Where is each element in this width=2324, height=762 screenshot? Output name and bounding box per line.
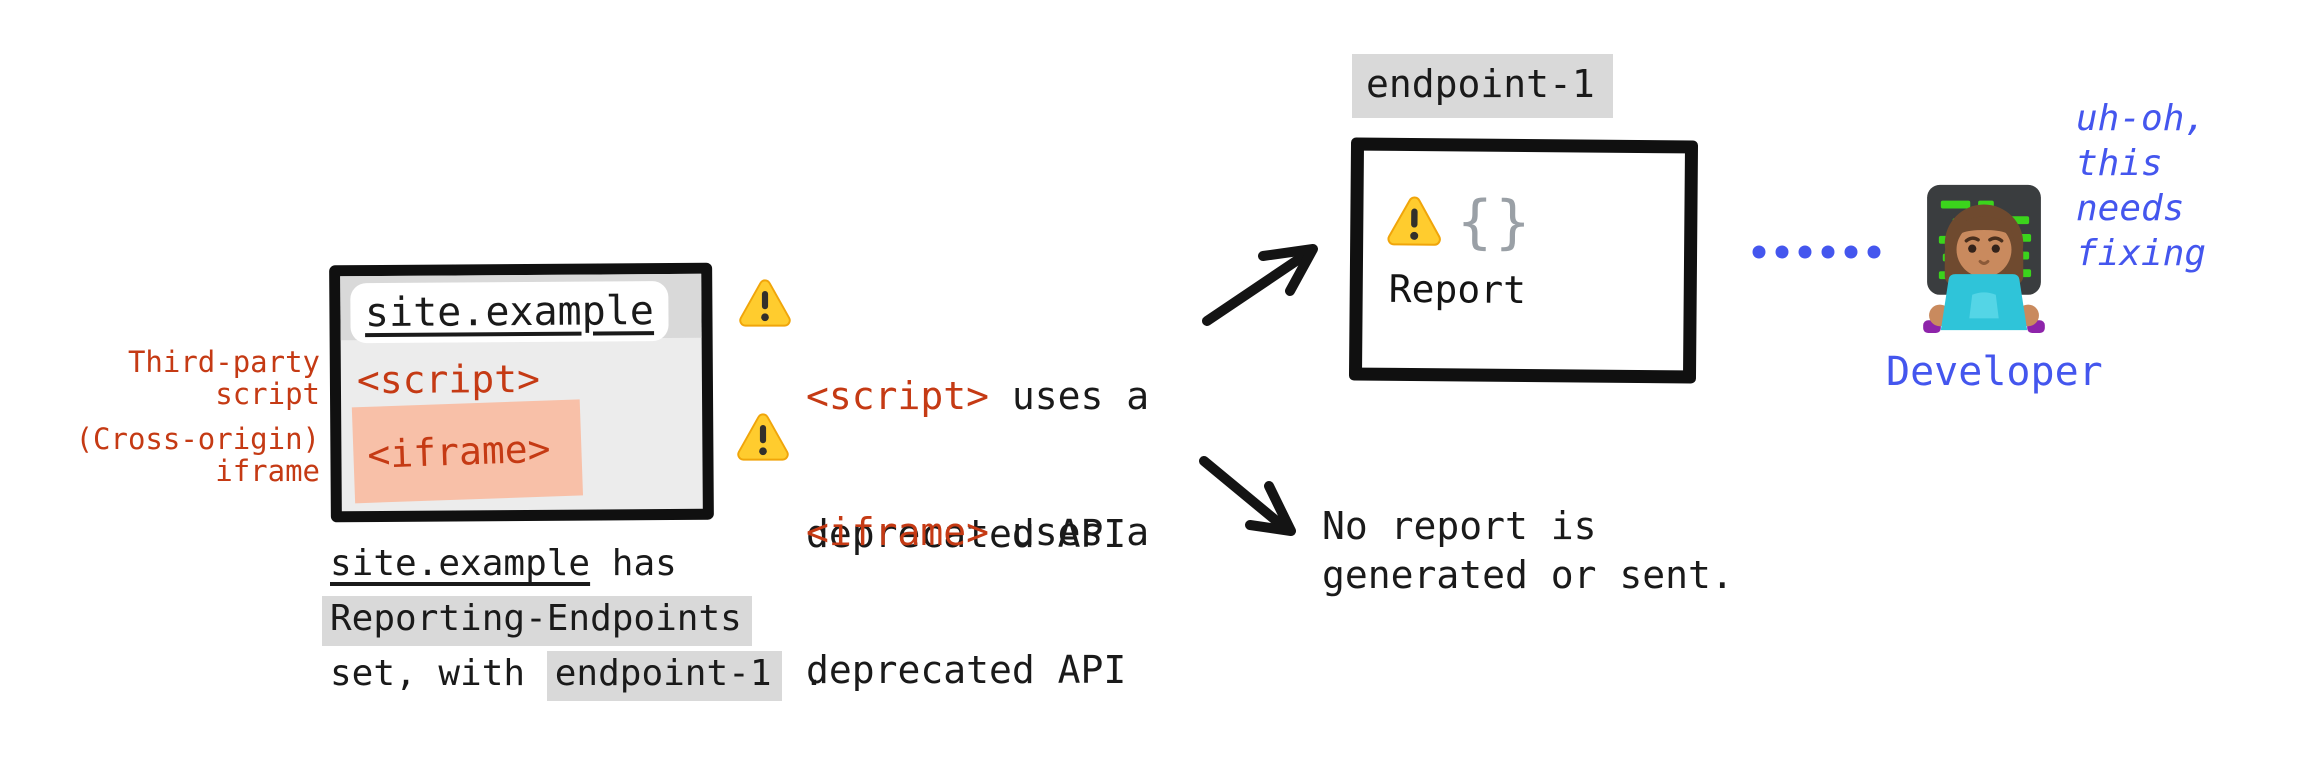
iframe-warning-rest: uses a bbox=[989, 510, 1150, 554]
woman-technologist-emoji bbox=[1923, 184, 2045, 334]
third-party-script-label: Third-party script bbox=[127, 345, 320, 411]
iframe-tag-inline: <iframe> bbox=[806, 510, 990, 554]
iframe-tag-label: <iframe> bbox=[366, 426, 552, 477]
script-warning-rest: uses a bbox=[989, 374, 1150, 418]
endpoint-report-box: {} Report bbox=[1348, 137, 1699, 384]
iframe-highlight-box: <iframe> bbox=[351, 399, 584, 504]
caption-line-3: set, with endpoint-1 . bbox=[330, 646, 825, 701]
caption-line-2: Reporting-Endpoints bbox=[322, 591, 825, 646]
caption-line3-pre: set, with bbox=[330, 653, 547, 694]
developer-label: Developer bbox=[1886, 349, 2103, 395]
iframe-warning-line2: deprecated API bbox=[806, 648, 1127, 692]
arrow-iframe-to-no-report bbox=[1199, 456, 1296, 536]
caption-line-1: site.example has bbox=[330, 536, 825, 591]
report-label: Report bbox=[1388, 266, 1527, 313]
warning-icon bbox=[737, 413, 789, 461]
developer-thought-text: uh-oh, this needs fixing bbox=[2076, 98, 2207, 274]
caption: site.example has Reporting-Endpoints set… bbox=[322, 536, 825, 701]
iframe-warning-line1: <iframe> uses a bbox=[806, 509, 1149, 555]
caption-line3-post: . bbox=[781, 653, 825, 694]
caption-after-site: has bbox=[590, 543, 677, 584]
warning-icon bbox=[1387, 196, 1442, 246]
caption-site: site.example bbox=[330, 543, 591, 584]
dotted-line bbox=[1752, 245, 1881, 259]
no-report-text: No report is generated or sent. bbox=[1322, 504, 1734, 597]
endpoint-1-title-chip: endpoint-1 bbox=[1352, 54, 1613, 118]
arrow-script-to-endpoint bbox=[1202, 244, 1318, 326]
iframe-warning-text: <iframe> uses a deprecated API bbox=[806, 417, 1149, 762]
reporting-endpoints-chip: Reporting-Endpoints bbox=[322, 596, 752, 646]
endpoint-1-chip: endpoint-1 bbox=[546, 651, 782, 701]
browser-window: site.example <script> <iframe> bbox=[329, 262, 714, 523]
cross-origin-iframe-label: (Cross-origin) iframe bbox=[75, 422, 320, 488]
json-braces-icon: {} bbox=[1457, 187, 1534, 257]
script-tag-inline: <script> bbox=[806, 374, 990, 418]
browser-url-pill: site.example bbox=[350, 280, 669, 344]
script-warning-line1: <script> uses a bbox=[806, 373, 1149, 419]
endpoint-1-title: endpoint-1 bbox=[1352, 54, 1613, 118]
script-warning-line2: deprecated API bbox=[806, 512, 1127, 556]
warning-icon bbox=[739, 279, 791, 327]
script-warning-text: <script> uses a deprecated API bbox=[806, 281, 1149, 649]
browser-url: site.example bbox=[364, 288, 655, 337]
script-tag-label: <script> bbox=[356, 356, 541, 403]
